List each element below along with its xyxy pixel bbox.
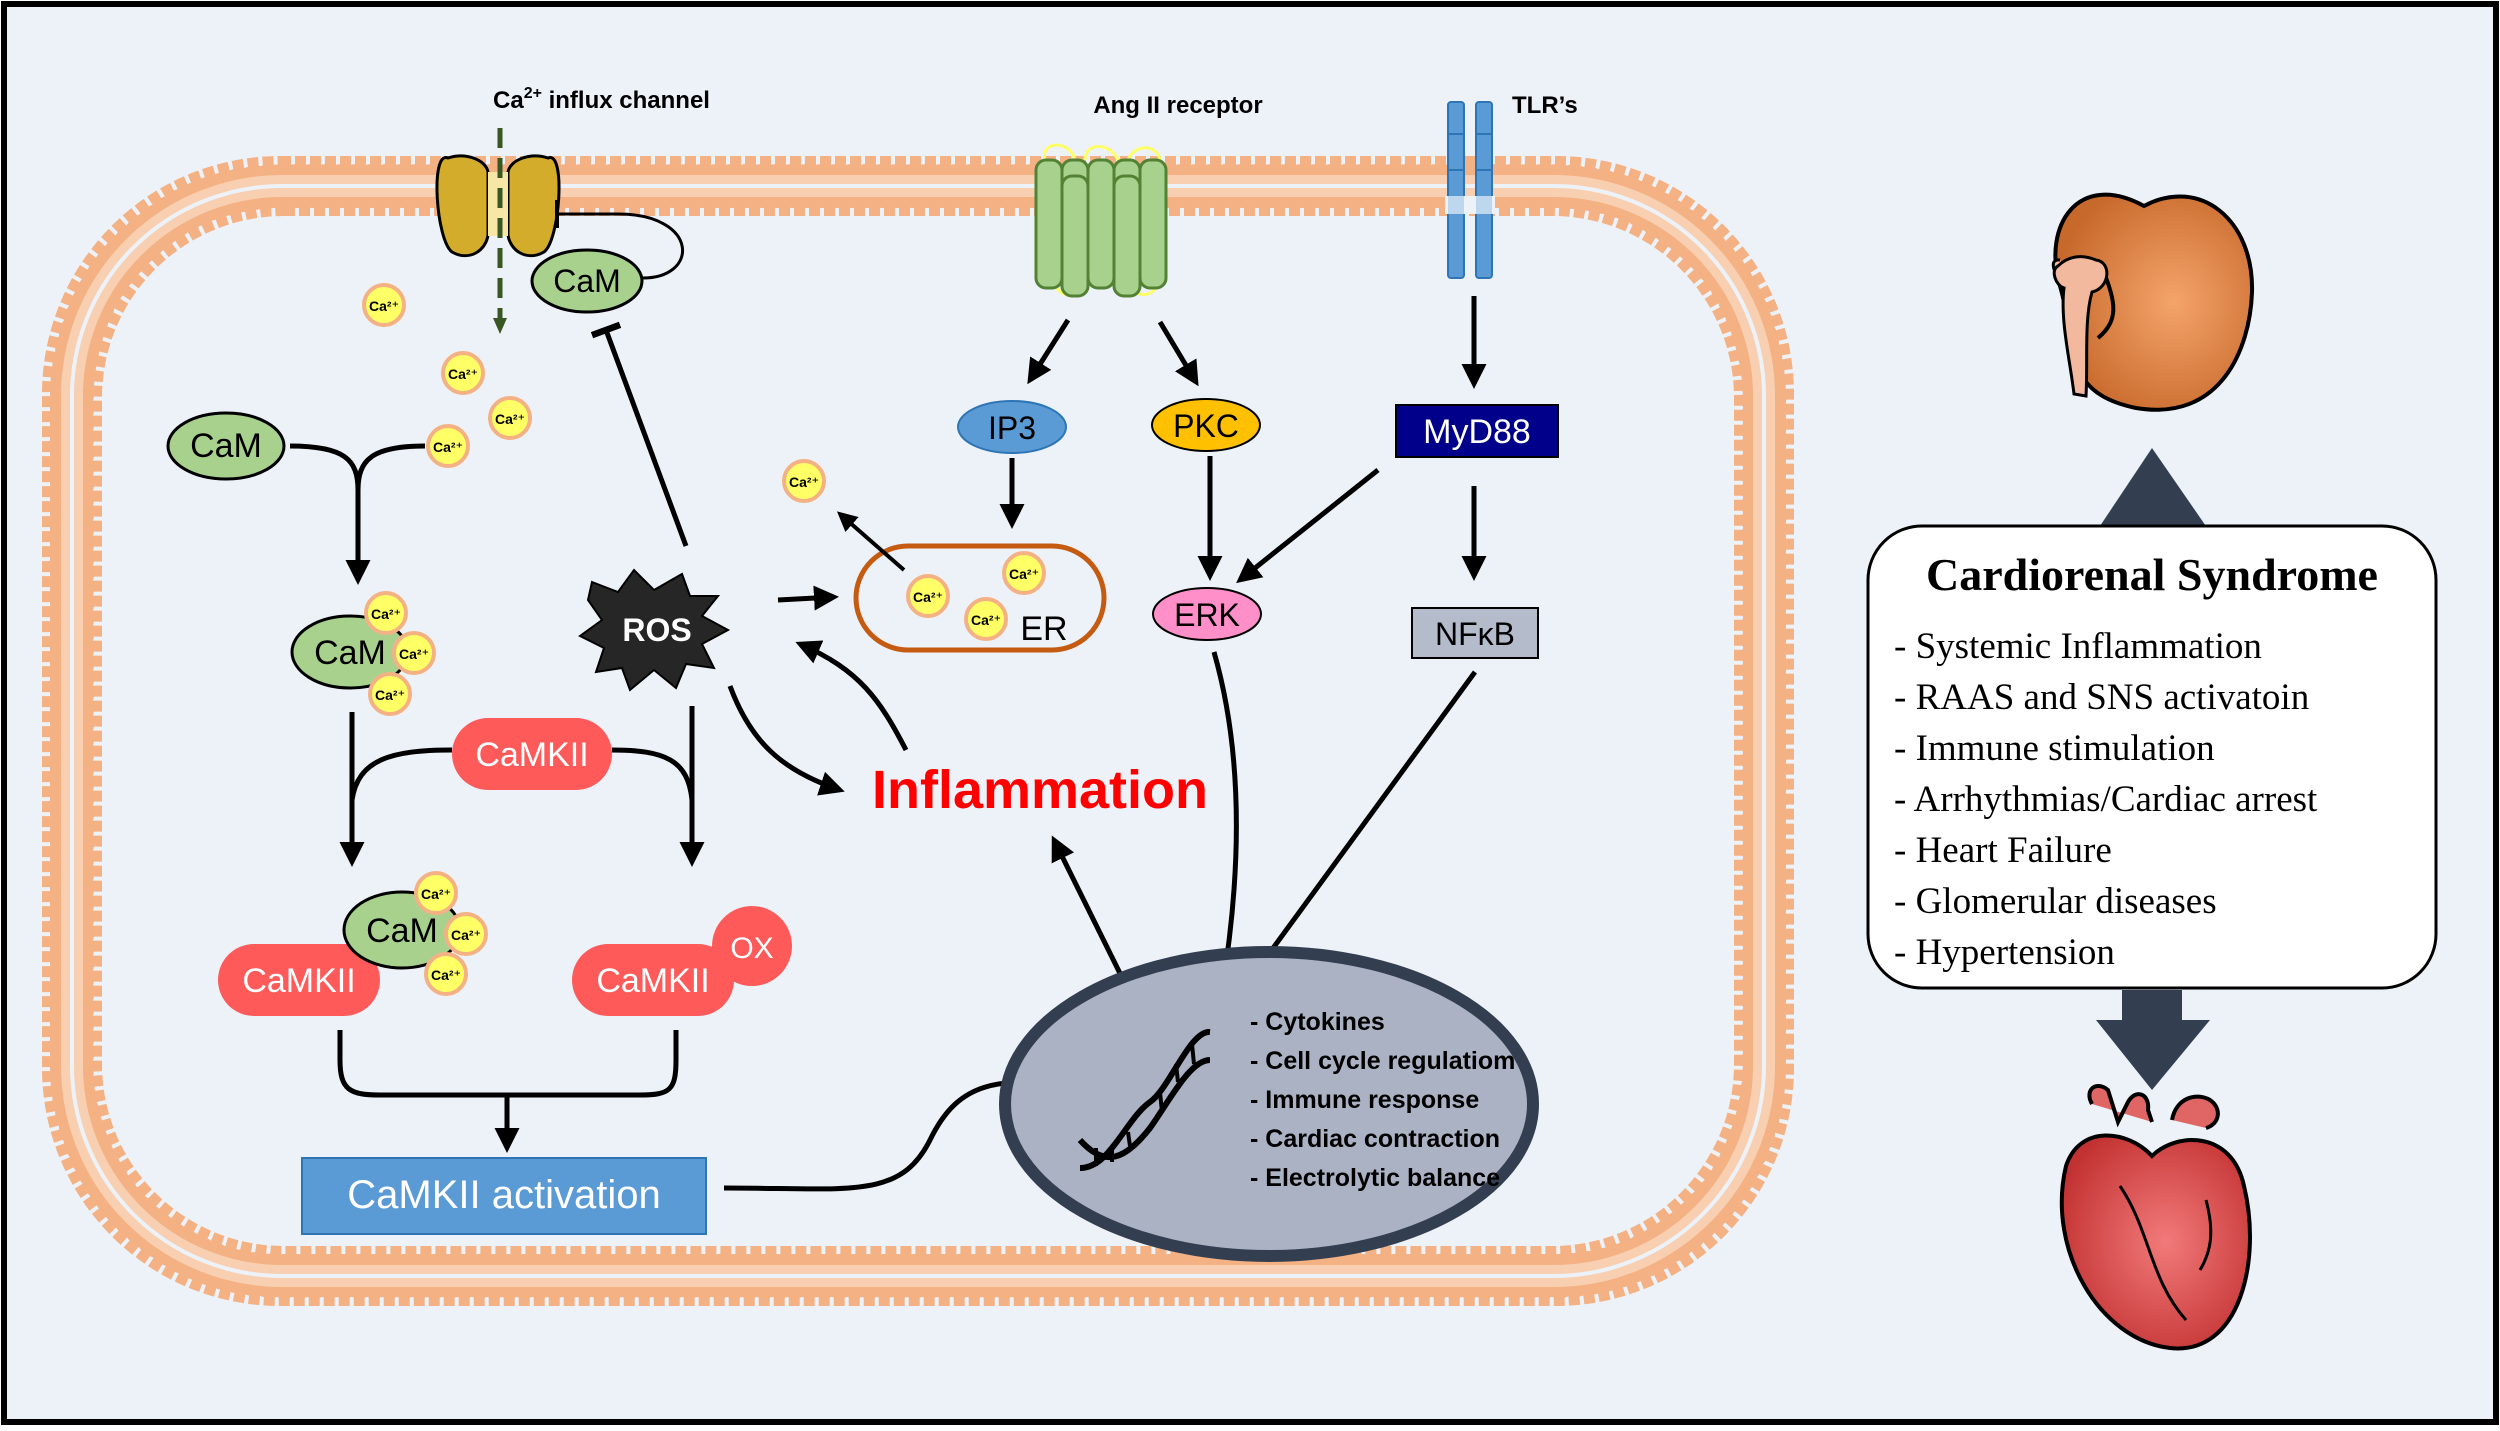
ang-receptor-icon [1034, 143, 1168, 298]
syndrome-item: - Systemic Inflammation [1894, 626, 2262, 667]
arrow-ang-to-pkc [1157, 320, 1199, 387]
camkii-activation-box [301, 1157, 707, 1235]
ros-inhibits-channel-cam [590, 321, 689, 547]
camkii-oxidized-label: CaMKII [596, 962, 709, 1000]
camkii-cam-complex [218, 944, 380, 1016]
arrow-ang-to-ip3 [1027, 318, 1071, 385]
syndrome-items: - Systemic Inflammation - RAAS and SNS a… [1894, 626, 2318, 973]
ca-influx-channel [435, 128, 685, 334]
cell-membrane [50, 164, 1786, 1298]
heart-icon [2059, 1084, 2252, 1351]
ox-label: OX [730, 932, 773, 965]
erk-node [1152, 587, 1262, 641]
myd88-label: MyD88 [1423, 413, 1531, 451]
cam-channel [530, 248, 644, 314]
membrane-outer-heads [42, 156, 1794, 1306]
camkii-free [452, 718, 612, 790]
cam-calcium-bound-label: CaM [314, 634, 386, 672]
nucleus-item: - Cardiac contraction [1250, 1125, 1500, 1153]
svg-text:Ca²⁺: Ca²⁺ [451, 927, 481, 943]
cam-complex-label: CaM [366, 912, 438, 950]
nucleus-item: - Cytokines [1250, 1008, 1385, 1036]
arrow-down-to-heart-icon [2096, 1020, 2210, 1090]
cam-free-label: CaM [190, 427, 262, 465]
syndrome-item: - RAAS and SNS activatoin [1894, 677, 2309, 718]
inflammation-label: Inflammation [872, 760, 1208, 820]
camkii-activation-label: CaMKII activation [347, 1173, 660, 1217]
svg-text:Ca²⁺: Ca²⁺ [431, 967, 461, 983]
svg-text:Ca²⁺: Ca²⁺ [913, 589, 943, 605]
ca-ion-group: Ca²⁺ Ca²⁺ Ca²⁺ Ca²⁺ Ca²⁺ [362, 283, 826, 503]
arrow-er-ca-release [836, 511, 906, 572]
nucleus-item: - Cell cycle regulatiom [1250, 1047, 1515, 1075]
ip3-node [957, 400, 1067, 454]
er-label: ER [1020, 610, 1067, 648]
camkii-cam-complex-label: CaMKII [242, 962, 355, 1000]
complex-ca-ions: Ca²⁺ Ca²⁺ Ca²⁺ [414, 871, 488, 996]
ip3-label: IP3 [988, 410, 1036, 446]
svg-text:Ca²⁺: Ca²⁺ [448, 366, 478, 382]
cam-free [166, 411, 286, 481]
svg-text:Ca²⁺: Ca²⁺ [369, 298, 399, 314]
ros-label: ROS [622, 612, 691, 648]
syndrome-title: Cardiorenal Syndrome [1926, 549, 2378, 600]
ox-badge [712, 906, 792, 986]
syndrome-item: - Hypertension [1894, 932, 2115, 973]
arrow-down-shaft [2122, 990, 2182, 1020]
tlr-icon [1445, 101, 1495, 279]
ros-starburst [578, 568, 731, 692]
myd88-node [1395, 404, 1559, 458]
svg-text:Ca²⁺: Ca²⁺ [375, 687, 405, 703]
activation-merge-connector [337, 1030, 679, 1098]
er-organelle [853, 543, 1107, 653]
svg-text:Ca²⁺: Ca²⁺ [971, 612, 1001, 628]
ca-channel-label: Ca2+ influx channel [493, 85, 710, 114]
nfkb-label: NFκB [1435, 616, 1515, 652]
svg-text:Ca²⁺: Ca²⁺ [421, 886, 451, 902]
svg-text:Ca²⁺: Ca²⁺ [789, 474, 819, 490]
nfkb-node [1411, 607, 1539, 659]
syndrome-item: - Immune stimulation [1894, 728, 2215, 769]
tlr-label: TLR’s [1512, 92, 1578, 119]
nucleus-item: - Electrolytic balance [1250, 1164, 1500, 1192]
arrow-erk-to-nucleus [1211, 651, 1239, 995]
pkc-node [1151, 398, 1261, 452]
membrane-inner-heads [90, 204, 1746, 1258]
syndrome-item: - Heart Failure [1894, 830, 2112, 871]
syndrome-item: - Glomerular diseases [1894, 881, 2217, 922]
syndrome-item: - Arrhythmias/Cardiac arrest [1894, 779, 2318, 820]
svg-text:Ca²⁺: Ca²⁺ [433, 439, 463, 455]
arrow-ros-to-er [777, 585, 839, 611]
camkii-oxidized [572, 944, 734, 1016]
ang-receptor-label: Ang II receptor [1093, 92, 1262, 119]
arrow-inflammation-to-ros [795, 640, 909, 752]
pkc-label: PKC [1173, 408, 1239, 444]
nucleus [999, 946, 1539, 1262]
cardiorenal-syndrome-box [1866, 524, 2438, 990]
camkii-free-label: CaMKII [475, 736, 588, 774]
arrow-up-to-kidney-icon [2096, 448, 2210, 532]
arrow-ros-to-inflammation [727, 685, 845, 796]
svg-text:Ca²⁺: Ca²⁺ [371, 606, 401, 622]
erk-label: ERK [1174, 597, 1240, 633]
nucleus-item: - Immune response [1250, 1086, 1479, 1114]
nucleus-gene-list: - Cytokines - Cell cycle regulatiom - Im… [1250, 1008, 1515, 1192]
svg-text:Ca²⁺: Ca²⁺ [399, 646, 429, 662]
svg-text:Ca²⁺: Ca²⁺ [1009, 566, 1039, 582]
kidney-icon [2051, 192, 2255, 412]
cam-channel-label: CaM [553, 263, 621, 299]
er-ca-ions: Ca²⁺ Ca²⁺ Ca²⁺ [906, 551, 1046, 641]
dna-helix-icon [1077, 1029, 1211, 1171]
svg-text:Ca²⁺: Ca²⁺ [495, 411, 525, 427]
arrow-nfkb-to-nucleus [1235, 670, 1478, 1001]
cam-bound-ca-ions: Ca²⁺ Ca²⁺ Ca²⁺ [364, 591, 436, 716]
arrow-myd88-to-erk [1236, 468, 1380, 584]
